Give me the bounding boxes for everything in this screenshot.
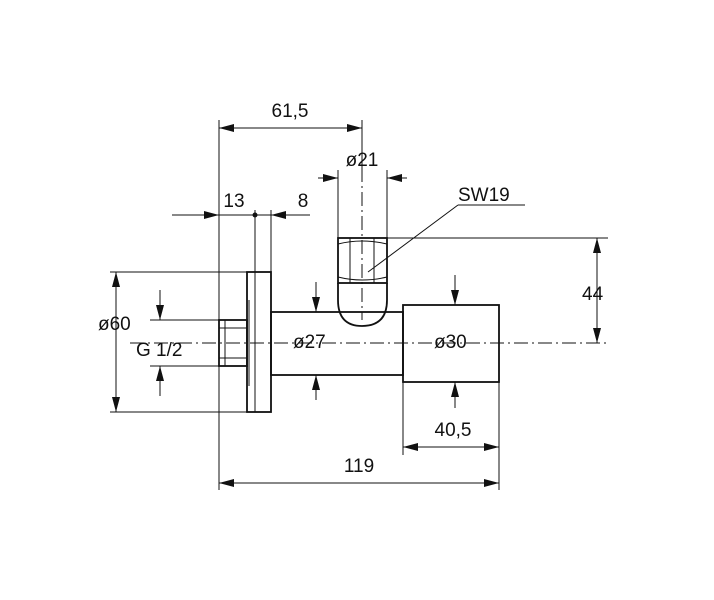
label-inlet-length: 8 [298, 191, 309, 212]
label-wrench-size: SW19 [458, 185, 510, 206]
valve-body [218, 237, 500, 413]
dimension-connection-offset: 61,5 [219, 101, 362, 132]
wall-flange [246, 271, 272, 413]
handwheel [402, 304, 500, 383]
label-knob-length: 40,5 [435, 420, 472, 441]
dimension-flange-diameter: ø60 [98, 272, 131, 412]
label-body-diameter: ø27 [293, 332, 326, 353]
label-connection-offset: 61,5 [272, 101, 309, 122]
hex-nut [337, 237, 388, 284]
dimension-inlet-thread: G 1/2 [136, 290, 182, 396]
label-flange-thickness: 13 [223, 191, 244, 212]
dimension-body-diameter: ø27 [293, 282, 326, 400]
label-outlet-height: 44 [582, 284, 604, 305]
label-inlet-thread: G 1/2 [136, 340, 182, 361]
dimension-flange: 13 8 [172, 191, 310, 219]
dimension-outlet-height: 44 [582, 238, 604, 343]
dimension-overall-length: 119 [219, 456, 499, 487]
dimension-outlet-diameter: ø21 [318, 150, 407, 182]
label-knob-diameter: ø30 [434, 332, 467, 353]
dimension-knob-diameter: ø30 [434, 275, 467, 408]
label-overall-length: 119 [344, 456, 374, 477]
dimension-knob-length: 40,5 [403, 420, 499, 451]
outlet-neck [337, 283, 388, 327]
label-flange-diameter: ø60 [98, 314, 131, 335]
extension-lines [110, 120, 608, 490]
dimension-wrench-size: SW19 [367, 185, 525, 273]
label-outlet-diameter: ø21 [346, 150, 379, 171]
